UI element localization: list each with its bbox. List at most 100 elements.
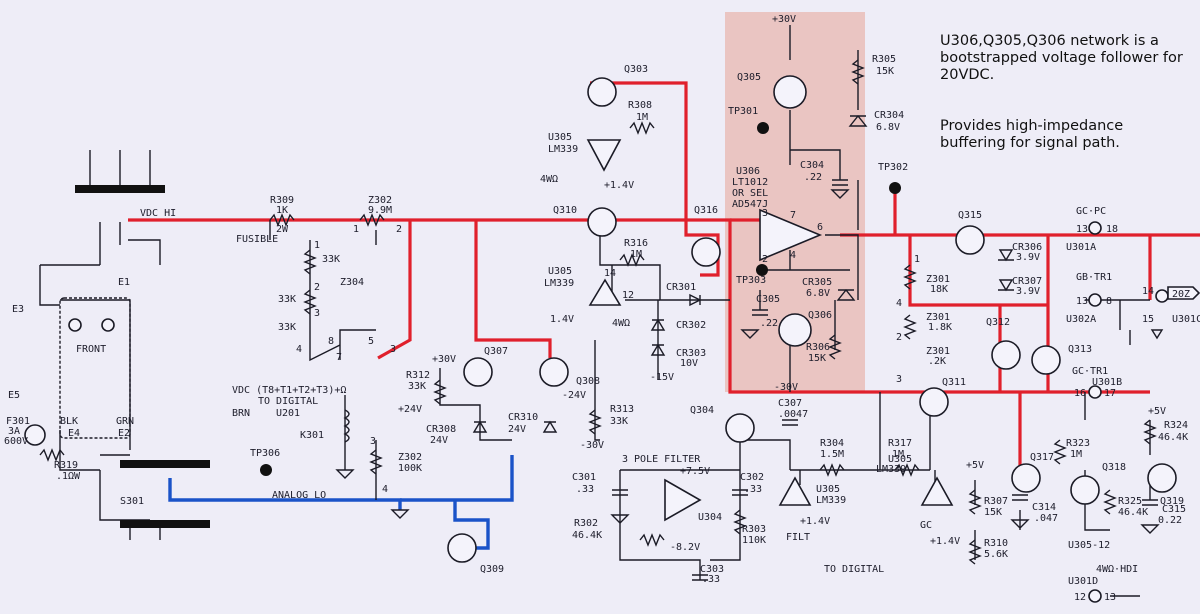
u305b-comparator — [588, 278, 622, 306]
annotation-line1: U306,Q305,Q306 network is a bootstrapped… — [940, 33, 1183, 83]
label-u306: U306 — [736, 166, 760, 177]
label-c305v: .22 — [760, 318, 778, 329]
amplifiers — [586, 139, 954, 522]
c315-capacitor — [1142, 499, 1158, 506]
label-u301c: U301C — [1172, 314, 1200, 325]
terminal-vhi — [68, 318, 82, 332]
pin-u305b-12: 12 — [622, 290, 634, 301]
label-r302: R302 — [574, 518, 598, 529]
c307-capacitor — [782, 419, 798, 426]
transistors — [447, 75, 1177, 563]
label-u305cp: LM339 — [816, 495, 846, 506]
label-r309w: 2W — [276, 224, 289, 235]
label-todigital2: TO DIGITAL — [824, 564, 884, 575]
r310-resistor — [968, 539, 982, 565]
q307-transistor — [463, 357, 493, 387]
label-r305v: 15K — [876, 66, 894, 77]
r323-resistor — [1053, 439, 1067, 465]
output-20z-arrow — [1167, 286, 1200, 300]
label-e4: E4 — [68, 428, 80, 439]
q304-transistor — [725, 413, 755, 443]
label-e1: E1 — [118, 277, 130, 288]
c305-capacitor — [752, 309, 768, 316]
label-q317: Q317 — [1030, 452, 1054, 463]
label-cr307: CR307 — [1012, 276, 1042, 287]
label-r312v: 33K — [408, 381, 426, 392]
cr303-zener — [650, 343, 666, 356]
label-e2: E2 — [118, 428, 130, 439]
label-c315v: 0.22 — [1158, 515, 1182, 526]
q317-transistor — [1011, 463, 1041, 493]
pin-u306-7: 7 — [790, 210, 796, 221]
pin-z302b-3: 3 — [370, 436, 376, 447]
pin-u305b-14: 14 — [604, 268, 616, 279]
pin-z304-1: 1 — [314, 240, 320, 251]
label-q311: Q311 — [942, 377, 966, 388]
u305c-comparator — [778, 476, 812, 506]
z302-resistor — [359, 213, 385, 227]
label-cr302: CR302 — [676, 320, 706, 331]
u301a-gate — [1088, 221, 1102, 235]
label-p30-b: +30V — [432, 354, 456, 365]
label-u301d: U301D — [1068, 576, 1098, 587]
tp306-point — [260, 464, 272, 476]
label-u302a: U302A — [1066, 314, 1096, 325]
q318-transistor — [1070, 475, 1100, 505]
cr306-zener — [998, 249, 1014, 262]
pin-u306-3: 3 — [762, 208, 768, 219]
pin-z304-3b: 3 — [390, 344, 396, 355]
label-gcpc: GC·PC — [1076, 206, 1106, 217]
label-grn: GRN — [116, 416, 134, 427]
label-u305bp: LM339 — [544, 278, 574, 289]
diodes — [472, 114, 1014, 433]
label-cr303v: 10V — [680, 358, 698, 369]
label-todigital: TO DIGITAL — [258, 396, 318, 407]
r309-resistor — [269, 213, 295, 227]
pin-z301-4: 4 — [896, 298, 902, 309]
label-u301a: U301A — [1066, 242, 1096, 253]
q319-transistor — [1147, 463, 1177, 493]
label-m15v: -15V — [650, 372, 674, 383]
cr310-zener — [542, 420, 558, 433]
label-u305ap: LM339 — [548, 144, 578, 155]
u302a-gate — [1088, 293, 1102, 307]
tp301-point — [757, 122, 769, 134]
label-r304v: 1.5M — [820, 449, 844, 460]
pin-z304-4: 4 — [296, 344, 302, 355]
label-c301: C301 — [572, 472, 596, 483]
analog-lo-blue — [168, 455, 514, 550]
label-c315: C315 — [1162, 504, 1186, 515]
label-q303: Q303 — [624, 64, 648, 75]
label-p14v-c: +1.4V — [800, 516, 830, 527]
label-c314: C314 — [1032, 502, 1056, 513]
label-m30b: -30V — [580, 440, 604, 451]
pin-u302a-8: 8 — [1106, 296, 1112, 307]
label-r316v: 1M — [630, 249, 642, 260]
pin-u306-4: 4 — [790, 250, 796, 261]
label-c304: C304 — [800, 160, 824, 171]
label-p5v2: +5V — [1148, 406, 1166, 417]
label-r324v: 46.4K — [1158, 432, 1188, 443]
label-14v: 1.4V — [550, 314, 574, 325]
label-gbtr1: GB·TR1 — [1076, 272, 1112, 283]
c314-capacitor — [1012, 494, 1028, 501]
label-r307v: 15K — [984, 507, 1002, 518]
label-cr308: CR308 — [426, 424, 456, 435]
label-r4whdi: 4WΩ·HDI — [1096, 564, 1138, 575]
label-p14v: +1.4V — [604, 180, 634, 191]
label-r310: R310 — [984, 538, 1008, 549]
label-z302b: Z302 — [398, 452, 422, 463]
front-terminal-block — [59, 297, 131, 439]
label-q304: Q304 — [690, 405, 714, 416]
pin-u301c-14: 14 — [1142, 286, 1154, 297]
label-u305d: U305 — [888, 454, 912, 465]
r313-resistor — [588, 409, 602, 435]
label-c302: C302 — [740, 472, 764, 483]
r325-resistor — [1103, 489, 1117, 515]
label-r325v: 46.4K — [1118, 507, 1148, 518]
label-r308: R308 — [628, 100, 652, 111]
label-k301: K301 — [300, 430, 324, 441]
label-q318: Q318 — [1102, 462, 1126, 473]
